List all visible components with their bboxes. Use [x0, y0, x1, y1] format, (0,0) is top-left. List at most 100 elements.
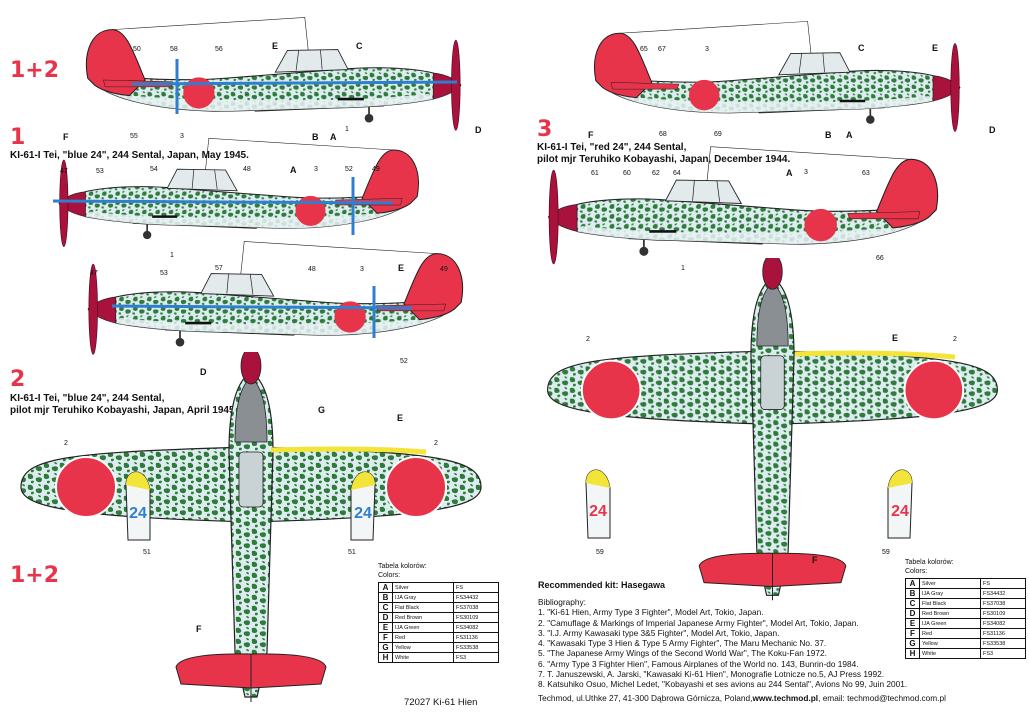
bibliography-item: 1. "Ki-61 Hien, Army Type 3 Fighter", Mo…	[538, 607, 764, 618]
bibliography: Bibliography: 1. "Ki-61 Hien, Army Type …	[538, 597, 907, 690]
profile-marker-1-2: 1+2	[10, 58, 60, 83]
tail-decal-red-24-left: 24	[585, 469, 611, 539]
color-code: FS33538	[453, 642, 499, 653]
callout-decals: 51	[143, 549, 151, 556]
callout-profile-1: 47	[60, 168, 68, 175]
bibliography-item: 5. "The Japanese Army Wings of the Secon…	[538, 648, 827, 659]
callout-profile-3b: 60	[623, 170, 631, 177]
callout-profile-2: 49	[440, 266, 448, 273]
caption-profile-3-line1: KI-61-I Tei, "red 24", 244 Sental,	[537, 142, 687, 153]
callout-profile-3b: 62	[652, 170, 660, 177]
callout-profile-1: A	[290, 165, 297, 175]
callout-profile-2: 57	[215, 265, 223, 272]
callout-profile-1: 1	[170, 252, 174, 259]
color-code: FS3	[453, 652, 499, 663]
callout-profile-3b: 63	[862, 170, 870, 177]
callout-profile-2: 47	[90, 270, 98, 277]
callout-top-2: F	[196, 624, 202, 634]
color-name: Yellow	[919, 638, 981, 649]
topview-marker-1-2: 1+2	[10, 563, 60, 588]
aircraft-profile-1-2-right	[85, 16, 463, 132]
aircraft-topview-2	[19, 352, 483, 704]
aircraft-profile-3-right	[593, 19, 962, 133]
color-name: IJA Green	[392, 622, 454, 633]
callout-decals: 59	[596, 549, 604, 556]
callout-profile-12: 55	[130, 133, 138, 140]
color-name: Silver	[919, 578, 981, 589]
aircraft-profile-2-left	[86, 240, 464, 356]
color-table-title: Tabela kolorów:	[378, 563, 427, 570]
callout-profile-12: 1	[345, 126, 349, 133]
color-code: FS3	[980, 648, 1026, 659]
callout-decals: 51	[348, 549, 356, 556]
color-code: FS30109	[453, 612, 499, 623]
color-code: FS34432	[453, 592, 499, 603]
color-code: FS33538	[980, 638, 1026, 649]
footer-website[interactable]: www.techmod.pl	[752, 693, 819, 703]
color-name: White	[392, 652, 454, 663]
callout-top-2: 2	[434, 440, 438, 447]
bibliography-item: 8. Katsuhiko Osuo, Michel Ledet, "Kobaya…	[538, 679, 908, 690]
footer: Techmod, ul.Uthke 27, 41-300 Dąbrowa Gór…	[538, 693, 946, 703]
caption-profile-1: KI-61-I Tei, "blue 24", 244 Sental, Japa…	[10, 150, 249, 161]
callout-profile-1: 54	[150, 166, 158, 173]
color-table-subtitle: Colors:	[905, 568, 928, 575]
color-letter: E	[905, 618, 920, 629]
callout-top-3: F	[812, 555, 818, 565]
callout-top-3: 2	[953, 336, 957, 343]
color-code: FS31136	[980, 628, 1026, 639]
color-name: Flat Black	[392, 602, 454, 613]
callout-top-3: E	[892, 333, 899, 343]
callout-top-2: D	[200, 367, 207, 377]
color-name: IJA Gray	[919, 588, 981, 599]
callout-top-2: 2	[64, 440, 68, 447]
callout-profile-12: D	[475, 125, 482, 135]
callout-profile-12: 58	[170, 46, 178, 53]
callout-profile-3: E	[932, 43, 939, 53]
aircraft-topview-3	[546, 258, 999, 602]
color-name: IJA Green	[919, 618, 981, 629]
color-letter: A	[378, 582, 393, 593]
caption-profile-2-line2: pilot mjr Teruhiko Kobayashi, Japan, Apr…	[10, 405, 238, 416]
aircraft-profile-3b-left	[546, 145, 939, 266]
sheet-id: 72027 Ki-61 Hien	[404, 697, 478, 708]
yellow-leading-edge	[270, 446, 427, 455]
bibliography-title: Bibliography:	[538, 597, 586, 607]
color-name: Yellow	[392, 642, 454, 653]
color-name: White	[919, 648, 981, 659]
callout-profile-3: 69	[714, 131, 722, 138]
callout-profile-12: F	[63, 132, 69, 142]
callout-profile-12: 56	[215, 46, 223, 53]
caption-profile-2-line1: KI-61-I Tei, "blue 24", 244 Sental,	[10, 393, 165, 404]
callout-profile-3: A	[846, 130, 853, 140]
color-code: FS37038	[453, 602, 499, 613]
color-letter: A	[905, 578, 920, 589]
color-code: FS30109	[980, 608, 1026, 619]
color-name: Flat Black	[919, 598, 981, 609]
callout-profile-1: 3	[314, 166, 318, 173]
callout-top-2: G	[318, 405, 326, 415]
profile-marker-2: 2	[10, 367, 26, 392]
color-table-title: Tabela kolorów:	[905, 559, 954, 566]
color-letter: B	[378, 592, 393, 603]
callout-profile-2: 3	[360, 266, 364, 273]
color-letter: F	[378, 632, 393, 643]
color-code: FS34082	[980, 618, 1026, 629]
callout-decals: 59	[882, 549, 890, 556]
callout-profile-3b: 61	[591, 170, 599, 177]
callout-profile-3b: 1	[681, 265, 685, 272]
bibliography-item: 2. "Camuflage & Markings of Imperial Jap…	[538, 617, 859, 628]
bibliography-list: 1. "Ki-61 Hien, Army Type 3 Fighter", Mo…	[538, 607, 907, 689]
color-letter: E	[378, 622, 393, 633]
profile-marker-3: 3	[537, 117, 553, 142]
color-letter: C	[905, 598, 920, 609]
